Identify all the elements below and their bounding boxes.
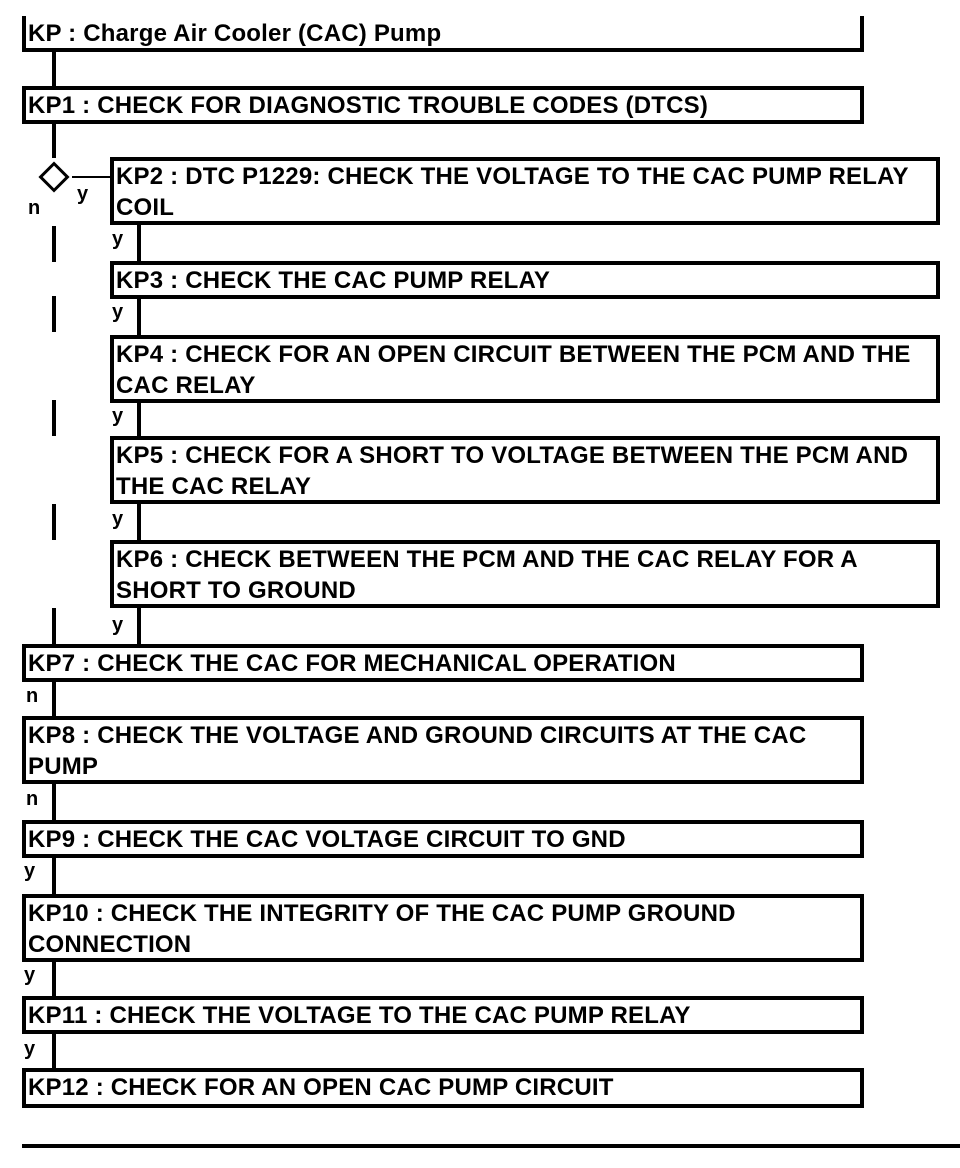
decision-diamond bbox=[38, 161, 70, 193]
label-kp8-kp9: n bbox=[26, 788, 39, 810]
step-kp6: KP6 : CHECK BETWEEN THE PCM AND THE CAC … bbox=[110, 540, 940, 608]
connector-kp1-decision bbox=[52, 124, 56, 158]
label-kp4-kp5: y bbox=[112, 405, 124, 427]
label-kp11-kp12: y bbox=[24, 1038, 36, 1060]
connector-title-kp1 bbox=[52, 52, 56, 86]
label-kp9-kp10: y bbox=[24, 860, 36, 882]
connector-kp3-kp4 bbox=[137, 299, 141, 337]
connector-kp4-kp5 bbox=[137, 403, 141, 437]
label-decision-yes: y bbox=[77, 183, 89, 205]
connector-kp9-kp10 bbox=[52, 858, 56, 896]
step-kp9: KP9 : CHECK THE CAC VOLTAGE CIRCUIT TO G… bbox=[22, 820, 864, 858]
no-branch-dash bbox=[52, 608, 56, 646]
label-kp7-kp8: n bbox=[26, 685, 39, 707]
label-decision-no: n bbox=[28, 197, 41, 219]
no-branch-dash bbox=[52, 296, 56, 332]
step-kp12: KP12 : CHECK FOR AN OPEN CAC PUMP CIRCUI… bbox=[22, 1068, 864, 1108]
no-branch-dash bbox=[52, 226, 56, 262]
label-kp5-kp6: y bbox=[112, 508, 124, 530]
connector-kp2-kp3 bbox=[137, 225, 141, 263]
no-branch-dash bbox=[52, 504, 56, 540]
footer-divider bbox=[22, 1144, 960, 1148]
label-kp3-kp4: y bbox=[112, 301, 124, 323]
step-kp10: KP10 : CHECK THE INTEGRITY OF THE CAC PU… bbox=[22, 894, 864, 962]
connector-kp10-kp11 bbox=[52, 962, 56, 998]
connector-kp7-kp8 bbox=[52, 682, 56, 718]
label-kp2-kp3: y bbox=[112, 228, 124, 250]
connector-kp6-kp7 bbox=[137, 608, 141, 646]
step-kp1: KP1 : CHECK FOR DIAGNOSTIC TROUBLE CODES… bbox=[22, 86, 864, 124]
step-kp7: KP7 : CHECK THE CAC FOR MECHANICAL OPERA… bbox=[22, 644, 864, 682]
step-kp8: KP8 : CHECK THE VOLTAGE AND GROUND CIRCU… bbox=[22, 716, 864, 784]
connector-kp8-kp9 bbox=[52, 784, 56, 822]
connector-kp11-kp12 bbox=[52, 1034, 56, 1070]
connector-kp5-kp6 bbox=[137, 504, 141, 542]
label-kp10-kp11: y bbox=[24, 964, 36, 986]
step-kp2: KP2 : DTC P1229: CHECK THE VOLTAGE TO TH… bbox=[110, 157, 940, 225]
step-kp5: KP5 : CHECK FOR A SHORT TO VOLTAGE BETWE… bbox=[110, 436, 940, 504]
connector-decision-kp2 bbox=[72, 176, 112, 178]
step-kp11: KP11 : CHECK THE VOLTAGE TO THE CAC PUMP… bbox=[22, 996, 864, 1034]
flowchart-title: KP : Charge Air Cooler (CAC) Pump bbox=[22, 16, 864, 52]
no-branch-dash bbox=[52, 400, 56, 436]
step-kp3: KP3 : CHECK THE CAC PUMP RELAY bbox=[110, 261, 940, 299]
label-kp6-kp7: y bbox=[112, 614, 124, 636]
step-kp4: KP4 : CHECK FOR AN OPEN CIRCUIT BETWEEN … bbox=[110, 335, 940, 403]
